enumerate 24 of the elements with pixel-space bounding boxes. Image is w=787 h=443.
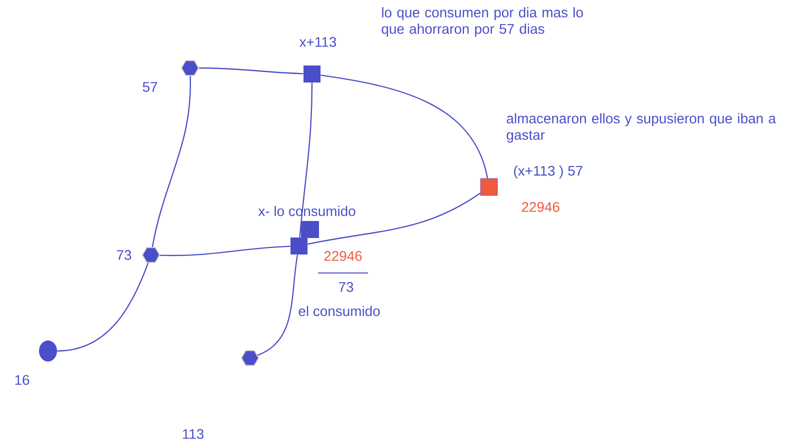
annotation-text: 73 — [338, 282, 354, 292]
marker — [480, 178, 498, 196]
marker — [290, 220, 319, 254]
annotation-text: lo que consumen por dia mas lo que ahorraron por 57 dias — [382, 7, 583, 37]
connector-line — [320, 74, 488, 178]
node-label: 57 — [141, 81, 159, 93]
marker — [304, 65, 320, 82]
connector-line — [308, 192, 481, 245]
connector-line — [257, 254, 298, 356]
annotation-text: el consumido — [298, 306, 380, 316]
annotation-text: 22946 — [324, 251, 362, 261]
connector-line — [57, 262, 149, 352]
node-label: 16 — [13, 374, 31, 386]
node-label: x+113 — [298, 36, 338, 48]
annotation-text: almacenaron ellos y supusieron que iban a gastar — [506, 113, 776, 143]
connector-line — [152, 76, 191, 248]
connector-line — [160, 246, 290, 256]
node-label: 73 — [115, 249, 133, 261]
connector-line — [299, 82, 313, 238]
node-label: 22946 — [520, 201, 561, 213]
node-label: (x+113 ) 57 — [512, 164, 584, 180]
marker — [39, 340, 57, 362]
connector-line — [199, 67, 304, 74]
annotation-text: 113 — [182, 429, 204, 439]
